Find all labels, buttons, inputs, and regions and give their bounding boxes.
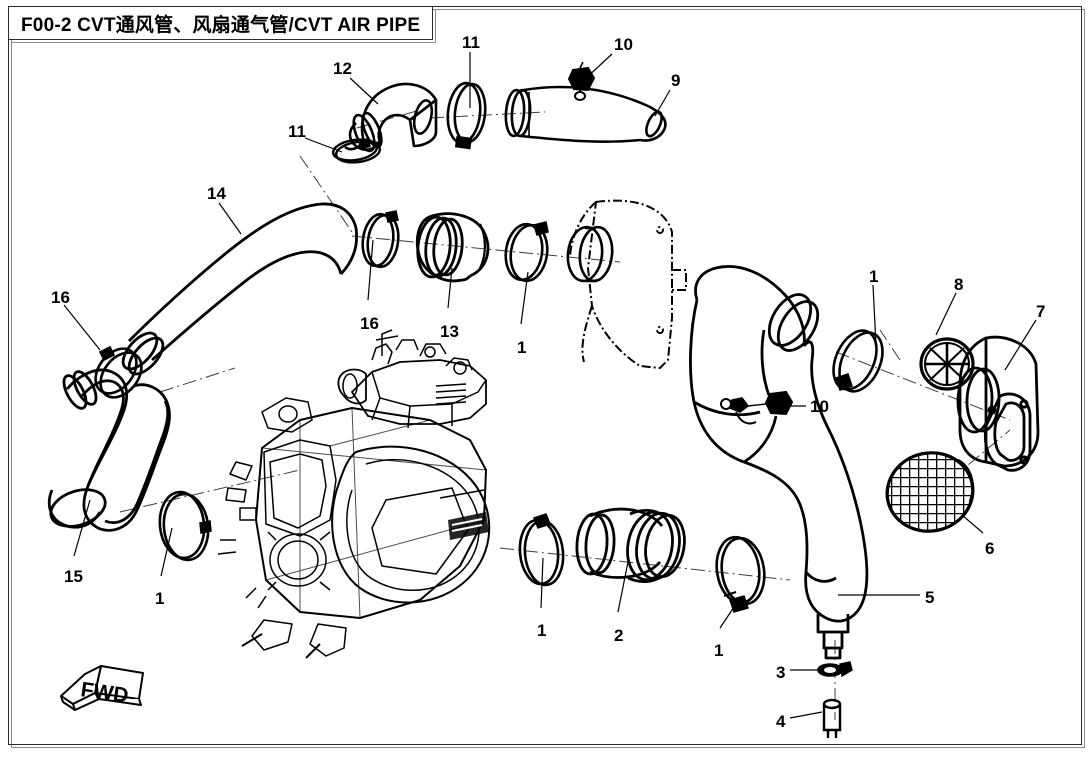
leader-line-4 [789,711,823,719]
callout-1[interactable]: 1 [714,641,724,660]
part-1-hose-clamp-mid [504,221,549,283]
callout-1[interactable]: 1 [517,338,527,357]
callout-11[interactable]: 11 [288,122,306,141]
leader-line-14 [218,202,242,235]
callout-1[interactable]: 1 [155,589,165,608]
part-13-rubber-sleeve-boot [415,212,490,283]
page-title: F00-2 CVT通风管、风扇通气管/CVT AIR PIPE [21,14,421,36]
part-10-rubber-grommet-right [720,390,794,425]
leader-line-16 [367,239,374,301]
part-10-rubber-grommet-top [567,61,596,101]
callout-1[interactable]: 1 [537,621,547,640]
callout-6[interactable]: 6 [985,539,995,558]
part-1-hose-clamp-low2 [715,535,766,613]
leader-line-13 [447,267,453,309]
callout-13[interactable]: 13 [440,322,459,341]
leader-line-12 [349,77,379,105]
part-1-hose-clamp-low1 [518,513,565,587]
engine-assembly [217,329,491,659]
part-14-cvt-air-pipe-upper [121,202,359,376]
callout-16[interactable]: 16 [360,314,379,333]
callout-4[interactable]: 4 [776,712,786,731]
part-1-hose-clamp-lowleft [158,490,212,562]
part-8-cross-brace-ring [919,337,975,391]
diagram-frame [8,6,1082,745]
part-6-mesh-screen-filter [883,449,980,540]
callout-1[interactable]: 1 [869,267,879,286]
leader-line-16 [63,304,101,351]
callout-14[interactable]: 14 [207,184,226,203]
callout-3[interactable]: 3 [776,663,786,682]
callout-10[interactable]: 10 [810,397,829,416]
leader-line-8 [935,292,957,336]
frame-shadow [11,9,1085,748]
part-3-drain-clip [817,661,853,678]
leader-line-2 [617,561,629,613]
leader-line-1 [160,527,173,577]
assembly-axis-lines [119,109,1011,720]
callout-5[interactable]: 5 [925,588,935,607]
part-16-spring-band-clamp-mid [361,210,400,269]
part-2-elbow-rubber-joint [575,507,686,583]
airbox-shield-phantom [569,199,687,370]
fwd-orientation-badge: FWD [60,665,144,711]
callout-11[interactable]: 11 [462,33,480,52]
callout-8[interactable]: 8 [954,275,964,294]
leader-line-layer [63,52,1037,719]
part-7-intake-housing-cover [956,335,1040,472]
title-box: F00-2 CVT通风管、风扇通气管/CVT AIR PIPE [8,6,434,40]
callout-16[interactable]: 16 [51,288,70,307]
leader-line-11 [304,137,343,153]
airbox-shield-neck [566,225,614,283]
part-11-worm-gear-clamp-left [331,137,382,164]
callout-12[interactable]: 12 [333,59,352,78]
callout-7[interactable]: 7 [1036,302,1046,321]
part-15-cvt-air-inlet-duct [47,368,171,532]
callout-15[interactable]: 15 [64,567,83,586]
part-5-cvt-air-duct-right [689,265,869,660]
part-11-worm-gear-clamp-top [446,81,487,150]
part-1-hose-clamp-right [832,329,884,393]
callout-2[interactable]: 2 [614,626,624,645]
callout-10[interactable]: 10 [614,35,633,54]
leader-line-15 [73,499,91,557]
callout-9[interactable]: 9 [671,71,681,90]
part-4-drain-plug-cap [822,698,842,738]
